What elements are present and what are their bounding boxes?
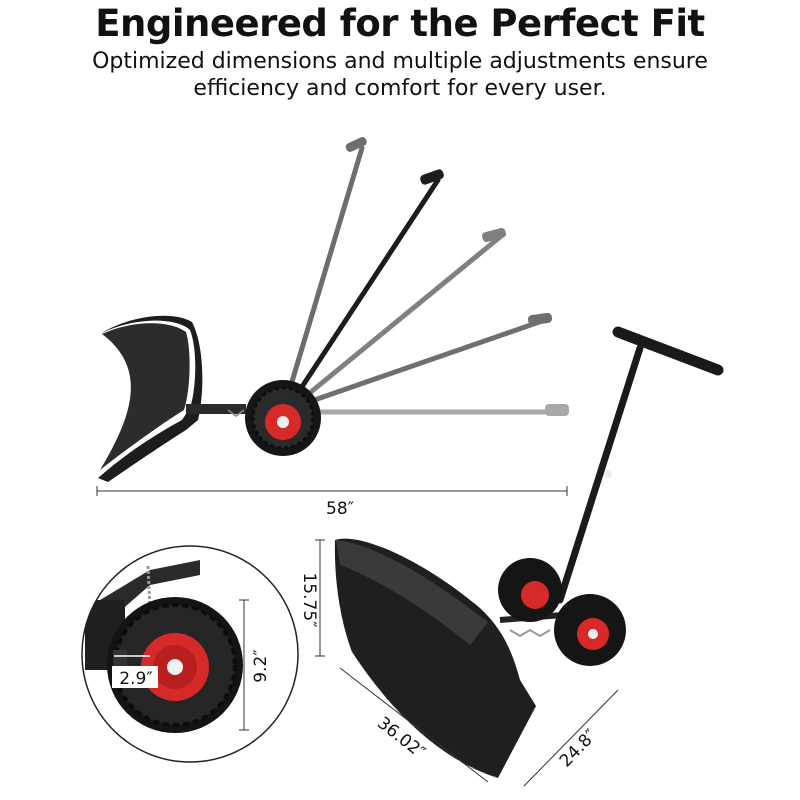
blade-depth-label: 24.8″ [556,726,601,772]
perspective-handle [556,344,644,604]
perspective-blade [334,538,536,778]
perspective-shovel: 15.75″ 36.02″ 24.8″ [299,326,724,787]
length-dimension: 58″ [96,486,568,519]
side-view-blade [98,315,203,482]
wheel-diameter-label: 9.2″ [251,649,271,682]
wheel-closeup: 9.2″ 2.9″ [81,545,299,763]
wheel-width-label: 2.9″ [119,669,152,689]
side-view-shovel [98,315,246,482]
handle-position-4 [297,317,548,408]
length-label: 58″ [326,499,354,519]
side-view-frame [186,404,246,414]
side-view-wheel [245,380,321,456]
page-subtitle: Optimized dimensions and multiple adjust… [92,49,708,101]
blade-height-label: 15.75″ [299,572,319,627]
handle-position-3 [292,234,503,408]
page-title: Engineered for the Perfect Fit [95,2,705,45]
handle-positions [282,137,569,416]
handle-position-1 [282,145,365,408]
handle-position-2 [287,177,441,408]
perspective-grip [612,326,724,376]
